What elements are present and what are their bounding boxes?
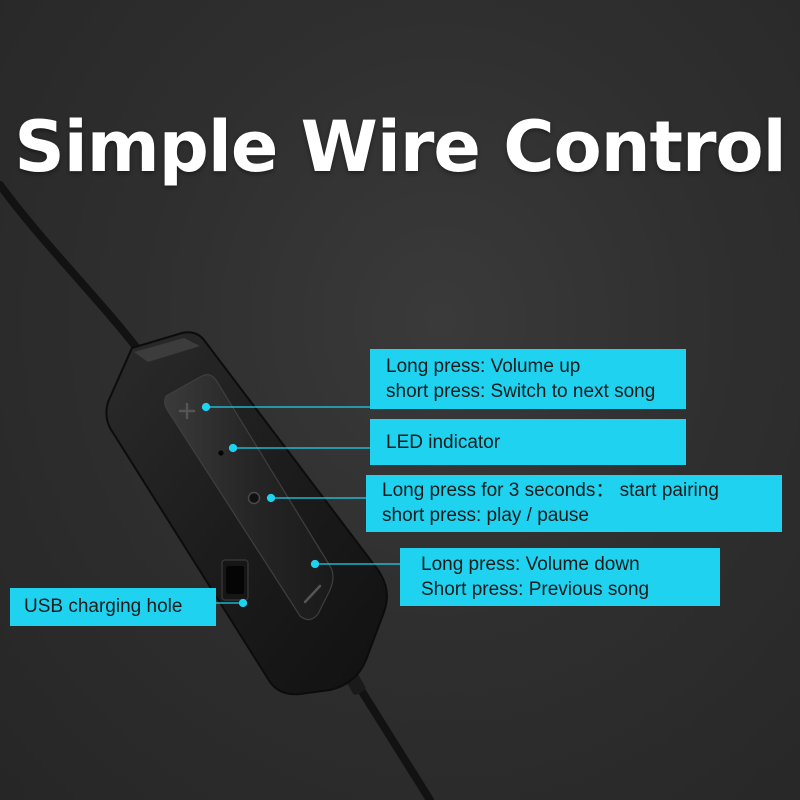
remote-body-highlight bbox=[134, 338, 200, 362]
callout-usb-charging: USB charging hole bbox=[10, 588, 216, 626]
callout-volume-up: Long press: Volume up short press: Switc… bbox=[370, 349, 686, 409]
minus-icon[interactable] bbox=[303, 584, 322, 604]
callout-volume-down-line1: Long press: Volume down bbox=[421, 554, 640, 575]
cable-top bbox=[0, 181, 144, 356]
callout-led-indicator: LED indicator bbox=[370, 419, 686, 465]
page-title: Simple Wire Control bbox=[14, 106, 786, 188]
led-dot-icon bbox=[218, 450, 224, 456]
callout-pairing-line1: Long press for 3 seconds： start pairing bbox=[382, 480, 719, 501]
multi-function-button-icon[interactable] bbox=[247, 491, 261, 505]
callout-pairing: Long press for 3 seconds： start pairing … bbox=[366, 475, 782, 532]
callout-pairing-line2: short press: play / pause bbox=[382, 505, 589, 526]
cable-bottom bbox=[352, 678, 434, 800]
callout-led-line1: LED indicator bbox=[386, 432, 501, 453]
callout-volume-up-line1: Long press: Volume up bbox=[386, 356, 581, 377]
callout-usb-line1: USB charging hole bbox=[24, 596, 183, 617]
plus-icon[interactable] bbox=[178, 402, 196, 420]
callout-volume-up-line2: short press: Switch to next song bbox=[386, 381, 656, 402]
callout-volume-down: Long press: Volume down Short press: Pre… bbox=[400, 548, 720, 606]
callout-volume-down-line2: Short press: Previous song bbox=[421, 579, 650, 600]
usb-port-icon bbox=[221, 559, 249, 601]
